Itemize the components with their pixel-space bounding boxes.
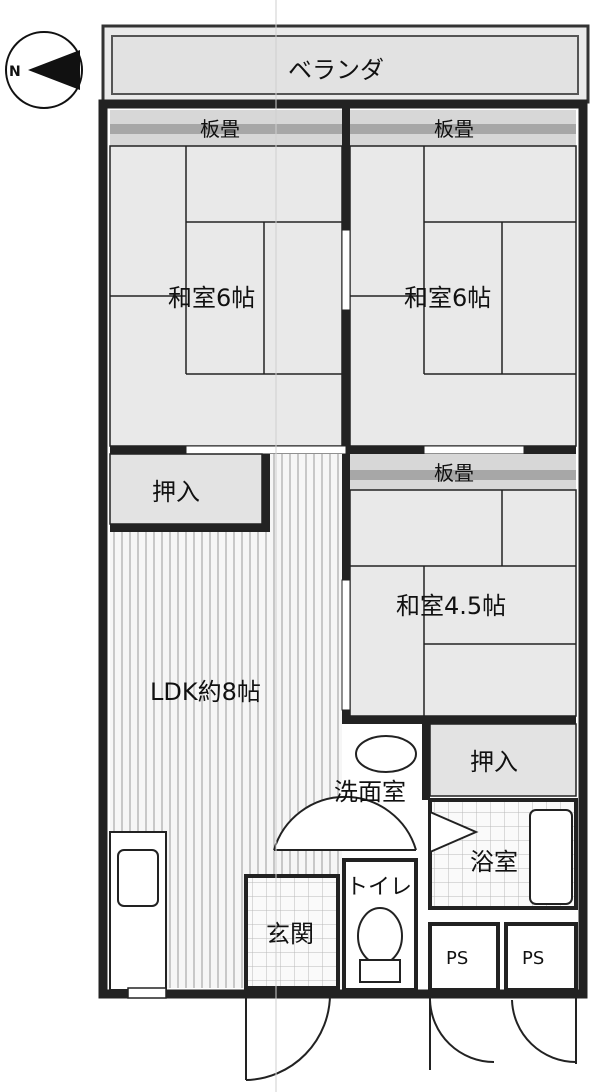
yokushitsu: 浴室 (428, 798, 578, 910)
ldk-label: LDK約8帖 (150, 678, 261, 706)
ps-2-label: PS (522, 948, 544, 969)
compass-north-label: N (9, 64, 21, 80)
oshiire-upper-label: 押入 (152, 478, 200, 506)
oshiire-lower-label: 押入 (470, 748, 518, 776)
washitsu-left-label: 和室6帖 (168, 284, 255, 312)
toilet-label: トイレ (346, 875, 412, 900)
yokushitsu-label: 浴室 (470, 848, 518, 876)
itama-label-2: 板畳 (434, 117, 474, 141)
genkan-label: 玄関 (266, 920, 314, 948)
washitsu-45: 板畳 和室4.5帖 (349, 454, 577, 717)
oshiire-upper: 押入 (109, 453, 270, 532)
door-swings (245, 993, 577, 1081)
itama-label-1: 板畳 (200, 117, 240, 141)
senmenshitsu: 洗面室 (273, 724, 422, 854)
washitsu-right-label: 和室6帖 (404, 284, 491, 312)
compass-icon: N (5, 31, 83, 109)
itama-label-3: 板畳 (434, 461, 474, 485)
pipe-space-2: PS (504, 922, 578, 992)
washitsu-right: 板畳 和室6帖 (349, 110, 577, 447)
senmenshitsu-label: 洗面室 (334, 778, 406, 806)
washitsu-left: 板畳 和室6帖 (109, 110, 343, 447)
toilet: トイレ (342, 858, 418, 992)
veranda: ベランダ (101, 24, 590, 104)
kitchen-sink (109, 831, 167, 999)
veranda-label: ベランダ (288, 56, 384, 84)
washitsu-45-label: 和室4.5帖 (396, 592, 506, 620)
ps-1-label: PS (446, 948, 468, 969)
oshiire-lower: 押入 (422, 723, 577, 800)
genkan: 玄関 (244, 874, 340, 990)
pipe-space-1: PS (428, 922, 500, 992)
